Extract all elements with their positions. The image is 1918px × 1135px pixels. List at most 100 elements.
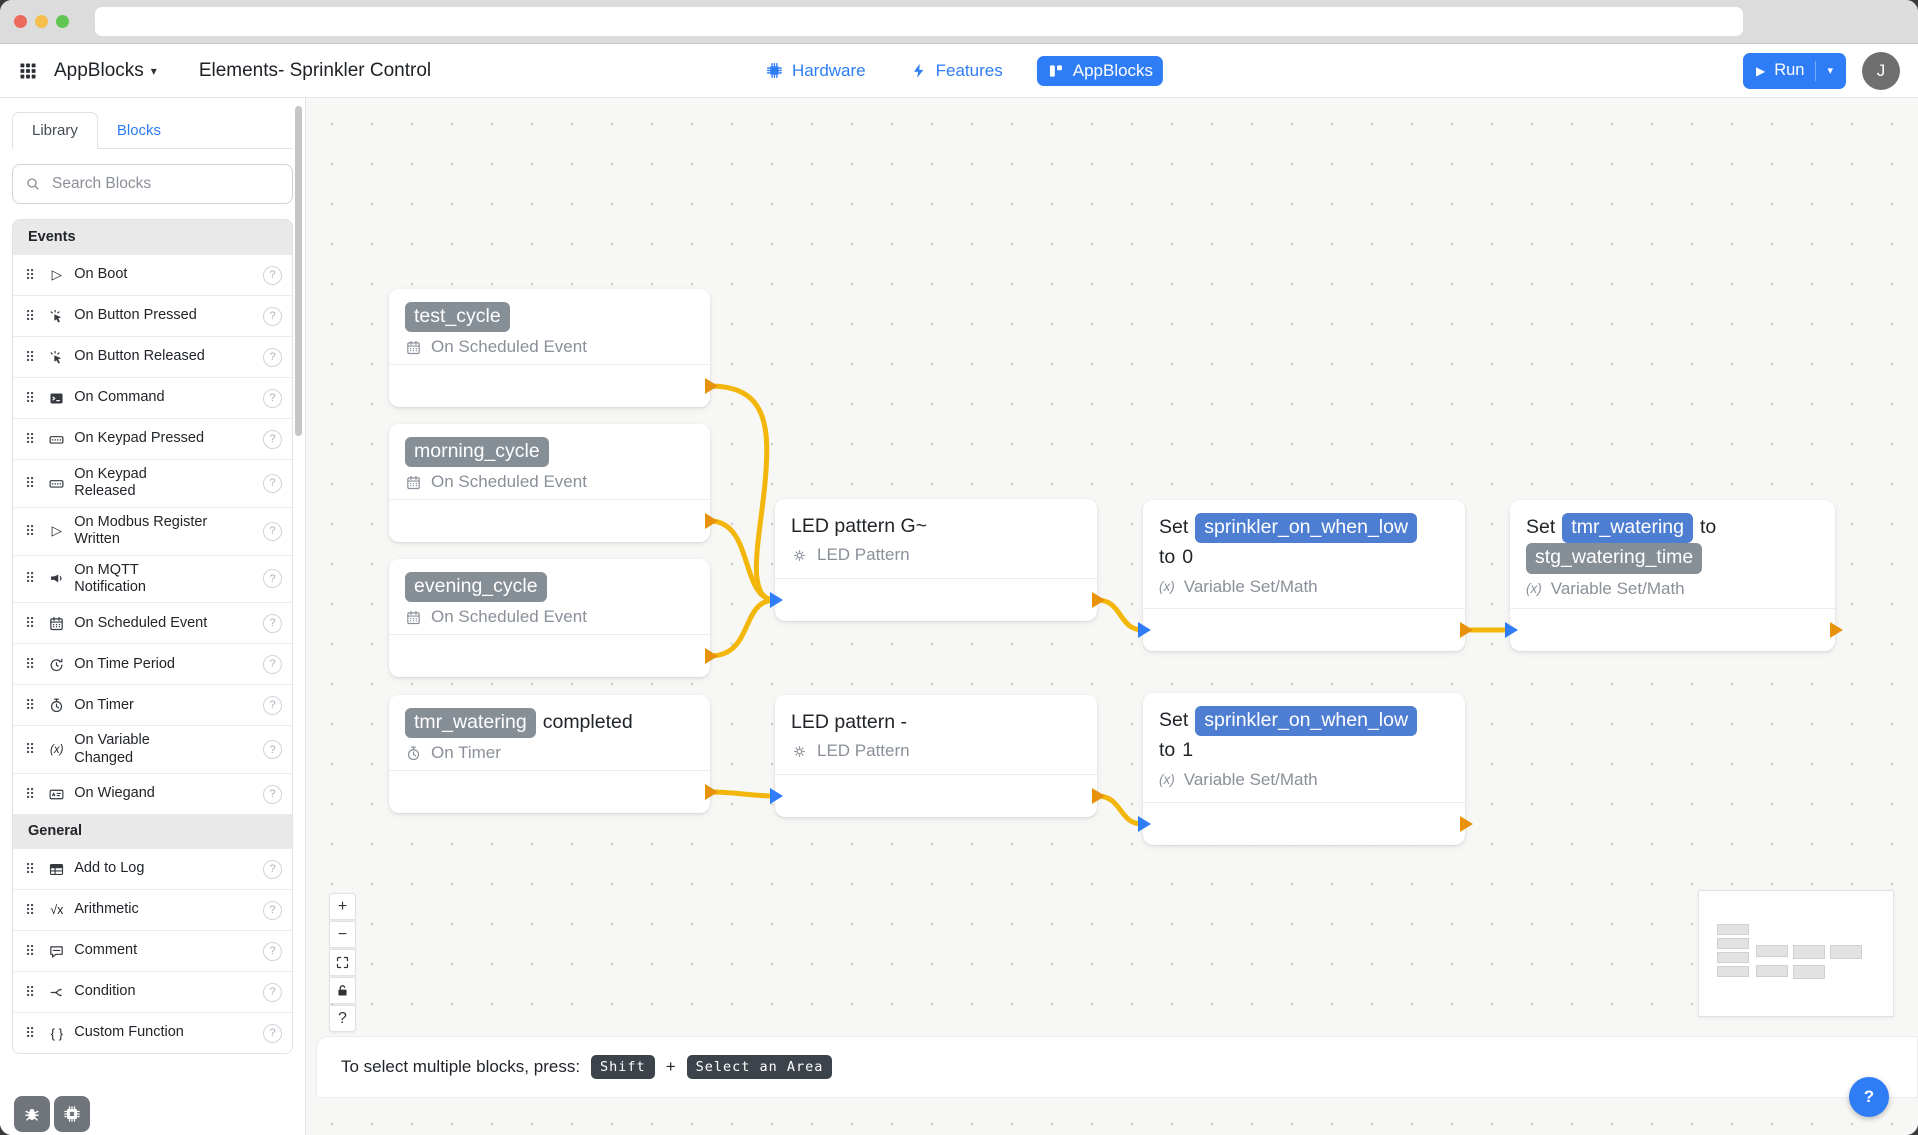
debug-button[interactable] — [14, 1096, 50, 1132]
zoom-in-button[interactable]: + — [329, 893, 356, 920]
help-icon[interactable]: ? — [263, 429, 282, 449]
drag-handle-icon[interactable]: ⠿ — [25, 942, 36, 959]
output-port[interactable] — [705, 784, 718, 800]
drag-handle-icon[interactable]: ⠿ — [25, 389, 36, 406]
library-item-on-mqtt-notification[interactable]: ⠿ On MQTT Notification ? — [13, 554, 292, 603]
input-port[interactable] — [1138, 816, 1151, 832]
help-icon[interactable]: ? — [263, 941, 282, 961]
library-item-custom-function[interactable]: ⠿ { } Custom Function ? — [13, 1012, 292, 1054]
node-test-cycle[interactable]: test_cycle On Scheduled Event — [389, 289, 710, 407]
help-icon[interactable]: ? — [263, 1023, 282, 1043]
help-icon[interactable]: ? — [263, 859, 282, 879]
library-item-on-keypad-pressed[interactable]: ⠿ On Keypad Pressed ? — [13, 418, 292, 459]
drag-handle-icon[interactable]: ⠿ — [25, 1024, 36, 1041]
drag-handle-icon[interactable]: ⠿ — [25, 696, 36, 713]
close-window-button[interactable] — [14, 15, 27, 28]
help-icon[interactable]: ? — [263, 900, 282, 920]
library-item-on-timer[interactable]: ⠿ On Timer ? — [13, 684, 292, 726]
output-port[interactable] — [1092, 788, 1105, 804]
minimap[interactable] — [1698, 890, 1894, 1017]
input-port[interactable] — [770, 788, 783, 804]
input-port[interactable] — [1505, 622, 1518, 638]
library-item-on-keypad-released[interactable]: ⠿ On Keypad Released ? — [13, 459, 292, 507]
search-input[interactable] — [50, 174, 280, 194]
drag-handle-icon[interactable]: ⠿ — [25, 307, 36, 324]
help-icon[interactable]: ? — [263, 613, 282, 633]
output-port[interactable] — [705, 513, 718, 529]
drag-handle-icon[interactable]: ⠿ — [25, 655, 36, 672]
library-item-comment[interactable]: ⠿ Comment ? — [13, 930, 292, 972]
input-port[interactable] — [770, 592, 783, 608]
library-item-on-modbus-register-written[interactable]: ⠿ ▷ On Modbus Register Written ? — [13, 506, 292, 555]
canvas-help-button[interactable]: ? — [329, 1005, 356, 1032]
maximize-window-button[interactable] — [56, 15, 69, 28]
avatar[interactable]: J — [1862, 51, 1900, 90]
node-evening-cycle[interactable]: evening_cycle On Scheduled Event — [389, 559, 710, 677]
library-item-add-to-log[interactable]: ⠿ Add to Log ? — [13, 848, 292, 890]
drag-handle-icon[interactable]: ⠿ — [25, 522, 36, 539]
tab-features[interactable]: Features — [900, 56, 1013, 86]
tab-appblocks[interactable]: AppBlocks — [1036, 55, 1164, 86]
library-item-on-boot[interactable]: ⠿ ▷ On Boot ? — [13, 254, 292, 295]
device-button[interactable] — [54, 1096, 90, 1132]
zoom-out-button[interactable]: − — [329, 921, 356, 948]
help-icon[interactable]: ? — [263, 569, 282, 589]
node-led-pattern-g[interactable]: LED pattern G~ LED Pattern — [775, 499, 1097, 621]
help-button[interactable]: ? — [1849, 1077, 1889, 1117]
search-box[interactable] — [12, 164, 293, 204]
library-item-on-time-period[interactable]: ⠿ On Time Period ? — [13, 643, 292, 685]
drag-handle-icon[interactable]: ⠿ — [25, 614, 36, 631]
library-item-on-wiegand[interactable]: ⠿ On Wiegand ? — [13, 773, 292, 815]
drag-handle-icon[interactable]: ⠿ — [25, 266, 36, 283]
app-menu[interactable]: AppBlocks ▾ — [54, 60, 157, 82]
library-item-on-button-pressed[interactable]: ⠿ On Button Pressed ? — [13, 295, 292, 336]
minimize-window-button[interactable] — [35, 15, 48, 28]
output-port[interactable] — [1092, 592, 1105, 608]
lock-button[interactable] — [329, 977, 356, 1004]
tab-library[interactable]: Library — [12, 112, 98, 149]
output-port[interactable] — [1460, 622, 1473, 638]
help-icon[interactable]: ? — [263, 654, 282, 674]
output-port[interactable] — [705, 378, 718, 394]
drag-handle-icon[interactable]: ⠿ — [25, 430, 36, 447]
library-item-on-variable-changed[interactable]: ⠿ (x) On Variable Changed ? — [13, 725, 292, 774]
help-icon[interactable]: ? — [263, 740, 282, 760]
library-item-on-command[interactable]: ⠿ On Command ? — [13, 377, 292, 418]
library-item-arithmetic[interactable]: ⠿ √x Arithmetic ? — [13, 889, 292, 931]
library-item-on-scheduled-event[interactable]: ⠿ On Scheduled Event ? — [13, 602, 292, 644]
address-bar[interactable] — [95, 7, 1743, 36]
library-item-on-button-released[interactable]: ⠿ On Button Released ? — [13, 336, 292, 377]
fit-view-button[interactable] — [329, 949, 356, 976]
help-icon[interactable]: ? — [263, 388, 282, 408]
node-led-pattern-dash[interactable]: LED pattern - LED Pattern — [775, 695, 1097, 817]
help-icon[interactable]: ? — [263, 784, 282, 804]
drag-handle-icon[interactable]: ⠿ — [25, 348, 36, 365]
run-button[interactable]: ▶ Run ▾ — [1742, 52, 1846, 89]
help-icon[interactable]: ? — [263, 347, 282, 367]
help-icon[interactable]: ? — [263, 473, 282, 493]
app-launcher-button[interactable] — [18, 61, 38, 81]
output-port[interactable] — [1830, 622, 1843, 638]
node-morning-cycle[interactable]: morning_cycle On Scheduled Event — [389, 424, 710, 542]
library-item-condition[interactable]: ⠿ Condition ? — [13, 971, 292, 1013]
help-icon[interactable]: ? — [263, 695, 282, 715]
chevron-down-icon[interactable]: ▾ — [1827, 65, 1833, 77]
drag-handle-icon[interactable]: ⠿ — [25, 570, 36, 587]
sidebar-scrollbar[interactable] — [295, 106, 302, 436]
flow-canvas[interactable]: test_cycle On Scheduled Event morning_cy… — [306, 98, 1918, 1135]
help-icon[interactable]: ? — [263, 982, 282, 1002]
output-port[interactable] — [705, 648, 718, 664]
input-port[interactable] — [1138, 622, 1151, 638]
drag-handle-icon[interactable]: ⠿ — [25, 785, 36, 802]
output-port[interactable] — [1460, 816, 1473, 832]
help-icon[interactable]: ? — [263, 265, 282, 285]
tab-blocks[interactable]: Blocks — [116, 122, 162, 139]
help-icon[interactable]: ? — [263, 306, 282, 326]
drag-handle-icon[interactable]: ⠿ — [25, 901, 36, 918]
tab-hardware[interactable]: Hardware — [755, 56, 876, 86]
drag-handle-icon[interactable]: ⠿ — [25, 983, 36, 1000]
drag-handle-icon[interactable]: ⠿ — [25, 741, 36, 758]
